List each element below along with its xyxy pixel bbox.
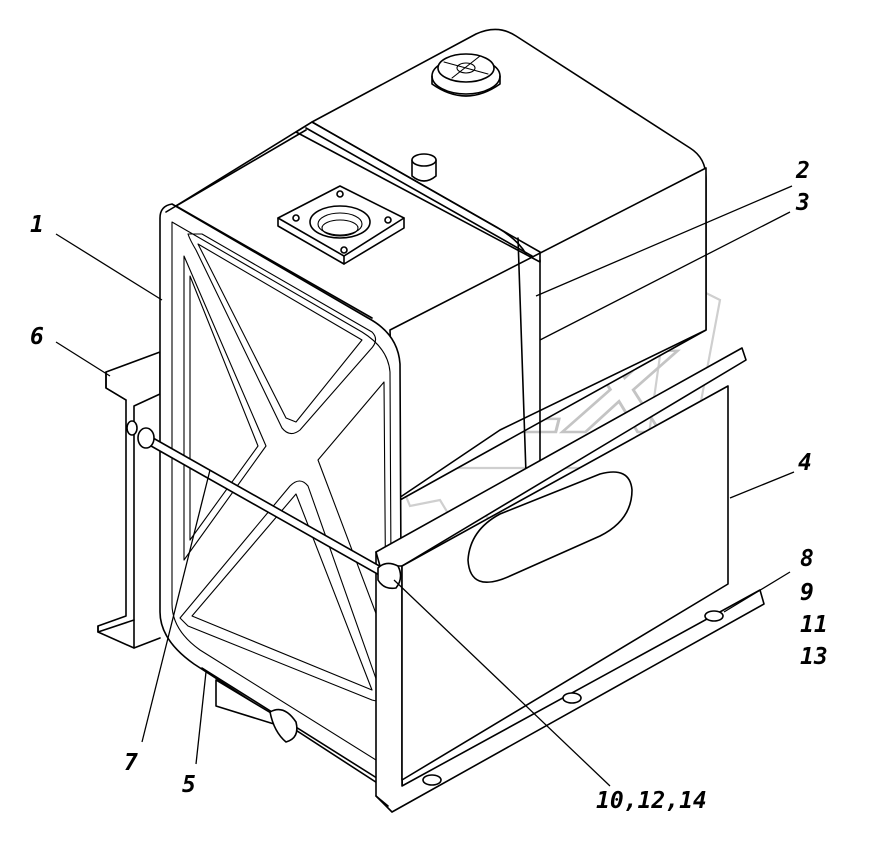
callout-3: 3 [795,190,810,216]
callout-1: 1 [30,212,44,238]
callout-9: 9 [800,580,814,606]
leader-7 [141,469,211,743]
leader-5 [195,671,207,765]
leader-1 [55,233,163,301]
callout-6: 6 [30,324,44,350]
leader-6 [55,341,111,377]
top-fitting [411,153,437,182]
bottom-support [215,679,298,743]
callout-11: 11 [800,612,828,638]
callout-13: 13 [800,644,828,670]
filler-flange [277,185,405,265]
callout-2: 2 [795,158,810,184]
callout-5: 5 [182,772,196,798]
tie-rod [137,427,402,590]
callout-8: 8 [800,546,814,572]
leader-10 [393,579,611,787]
leader-lines [55,185,795,787]
leader-4 [729,471,795,499]
callout-10-12-14: 10,12,14 [596,788,707,814]
callout-labels: 1 2 3 4 5 6 7 8 9 11 13 10,12,14 [30,158,828,814]
callout-7: 7 [124,750,138,776]
filler-cap [431,53,501,97]
leader-2 [535,185,793,297]
tank-body [159,28,707,792]
callout-4: 4 [798,450,812,476]
leader-8 [723,571,791,613]
right-bracket [375,347,765,813]
left-bracket [97,351,161,649]
leader-3 [539,211,791,341]
